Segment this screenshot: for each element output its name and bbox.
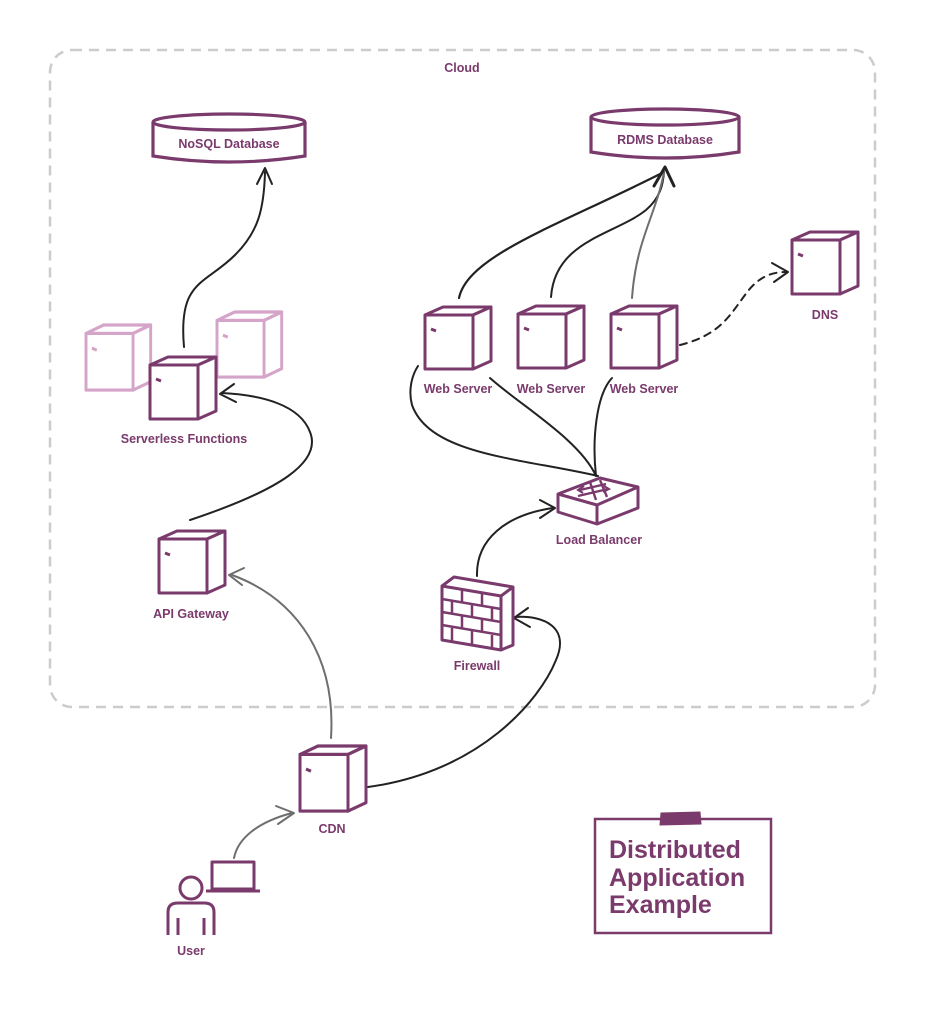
web-server-2-label: Web Server [517, 382, 586, 396]
rdms-database-label: RDMS Database [617, 133, 713, 147]
edge-web-server-2-rdms [550, 171, 665, 298]
note-title-line-3: Example [609, 891, 712, 919]
cloud-label: Cloud [444, 61, 479, 75]
edge-web-server-3-dns [679, 271, 787, 346]
firewall-icon [440, 575, 515, 652]
edge-web-server-3-rdms [631, 171, 665, 299]
edge-web-server-1-rdms [457, 170, 666, 300]
nosql-database-label: NoSQL Database [178, 137, 279, 151]
server-icon [423, 305, 493, 371]
edge-firewall-load-balancer [475, 507, 554, 577]
cdn-label: CDN [318, 822, 345, 836]
edge-serverless-nosql [182, 171, 266, 348]
server-icon [790, 230, 860, 296]
load-balancer[interactable]: Load Balancer [556, 476, 642, 547]
web-server-2[interactable]: Web Server [516, 304, 586, 396]
cdn-server[interactable]: CDN [298, 744, 368, 836]
arrowhead [539, 499, 556, 519]
user-laptop-icon [166, 860, 260, 935]
dns-server[interactable]: DNS [790, 230, 860, 322]
user[interactable]: User [166, 860, 260, 958]
user-label: User [177, 944, 205, 958]
serverless-functions[interactable]: Serverless Functions [84, 310, 284, 446]
server-icon [148, 355, 218, 421]
edge-load-balancer-web-server-3 [593, 377, 613, 477]
rdms-database[interactable]: RDMS Database [589, 107, 741, 160]
database-icon [589, 107, 741, 160]
arrowhead [771, 262, 789, 283]
arrowhead [652, 165, 676, 188]
web-server-1[interactable]: Web Server [423, 305, 493, 396]
web-server-1-label: Web Server [424, 382, 493, 396]
web-server-3[interactable]: Web Server [609, 304, 679, 396]
edge-cdn-api-gateway [231, 574, 333, 739]
server-icon-faded [84, 323, 153, 392]
edge-api-gateway-serverless [189, 392, 313, 521]
server-icon-faded [215, 310, 284, 379]
database-icon [151, 112, 307, 164]
edge-load-balancer-web-server-1 [409, 365, 599, 477]
switch-icon [556, 476, 640, 526]
edge-user-cdn [233, 812, 293, 859]
api-gateway[interactable]: API Gateway [153, 529, 229, 621]
arrowhead [275, 805, 295, 825]
web-server-3-label: Web Server [610, 382, 679, 396]
server-icon [516, 304, 586, 370]
load-balancer-label: Load Balancer [556, 533, 642, 547]
server-icon [157, 529, 227, 595]
note-title-line-1: Distributed [609, 836, 741, 864]
dns-label: DNS [812, 308, 838, 322]
server-icon [609, 304, 679, 370]
api-gateway-label: API Gateway [153, 607, 229, 621]
edge-cdn-firewall [367, 615, 561, 788]
server-icon [298, 744, 368, 813]
tape-strip [659, 811, 702, 826]
arrowhead [219, 383, 237, 403]
serverless-functions-label: Serverless Functions [121, 432, 247, 446]
edge-load-balancer-web-server-2 [489, 377, 597, 477]
firewall[interactable]: Firewall [440, 575, 515, 673]
firewall-label: Firewall [454, 659, 501, 673]
nosql-database[interactable]: NoSQL Database [151, 112, 307, 164]
arrowhead [256, 167, 273, 185]
cloud-boundary [48, 48, 877, 709]
arrowhead [228, 567, 245, 586]
title-note: Distributed Application Example [593, 811, 773, 935]
note-title-line-2: Application [609, 864, 745, 892]
